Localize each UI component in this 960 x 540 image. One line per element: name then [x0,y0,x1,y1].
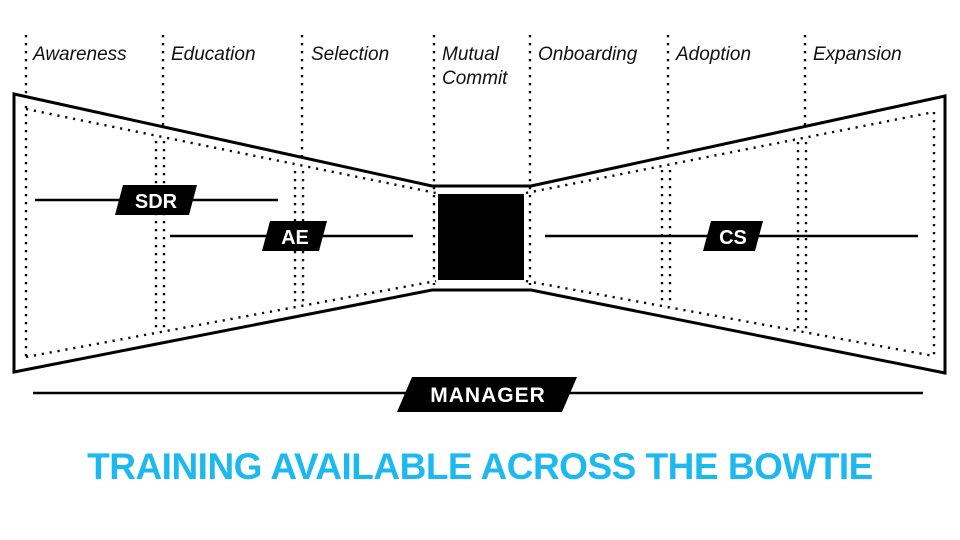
stage-label-selection: Selection [311,44,389,65]
sdr-badge: SDR [115,185,197,215]
panel-inner-border [25,107,437,195]
panel-inner-border [25,279,437,359]
sdr-label: SDR [135,191,178,213]
stage-label-awareness: Awareness [32,44,127,65]
ae-badge-shape [262,221,327,251]
page-title: TRAINING AVAILABLE ACROSS THE BOWTIE [87,446,873,487]
stage-label-adoption: Adoption [675,44,751,65]
ae-badge: AE [262,221,327,251]
bowtie-outline [12,92,947,375]
stage-labels: Awareness Education Selection Mutual Com… [32,44,902,89]
stage-label-onboarding: Onboarding [538,44,638,65]
stage-label-expansion: Expansion [813,44,902,65]
sdr-badge-shape [115,185,197,215]
manager-label: MANAGER [430,384,546,407]
panel-inner-border [525,110,935,195]
stage-dividers [24,35,807,285]
stage-label-commit: Commit [442,68,508,89]
ae-label: AE [281,227,309,249]
panel-inner-borders [24,106,936,359]
stage-label-education: Education [171,44,256,65]
manager-badge-shape [397,377,577,412]
cs-badge-shape [703,221,763,251]
cs-badge: CS [703,221,763,251]
panel-inner-border [525,279,935,358]
stage-label-mutual: Mutual [442,44,500,65]
cs-label: CS [719,227,747,249]
manager-badge: MANAGER [397,377,577,412]
mutual-commit-block [438,194,524,280]
